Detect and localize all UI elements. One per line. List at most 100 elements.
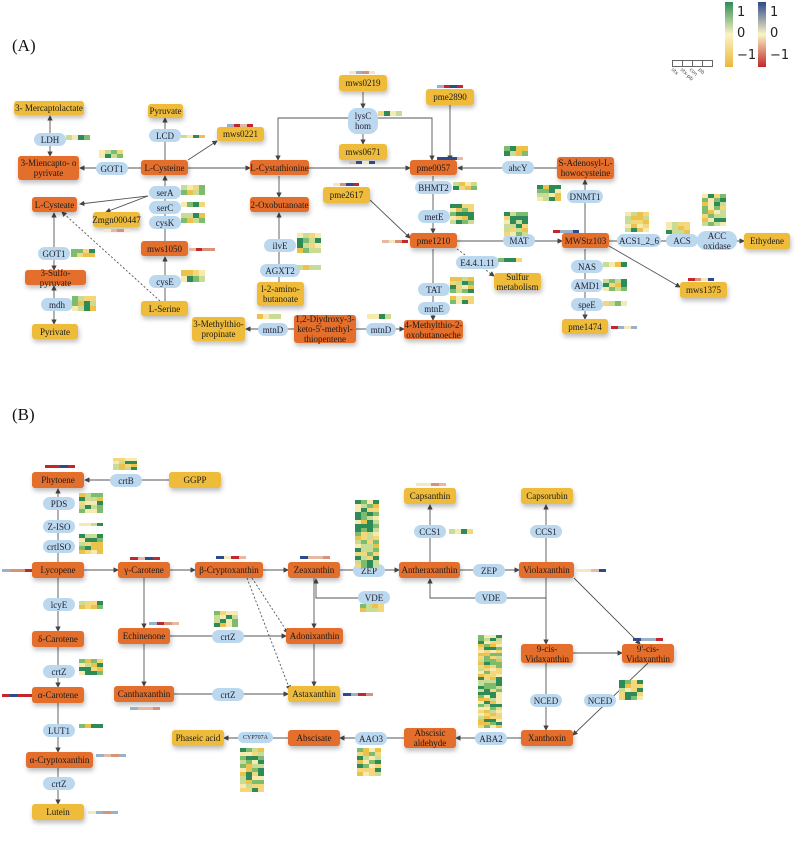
strip-phytoene	[45, 465, 75, 468]
enzyme-got1_b: GOT1	[38, 247, 70, 260]
heatmap-serc	[181, 202, 205, 207]
node-label: mtnE	[424, 303, 444, 314]
metabolite-lutein: Lutein	[32, 804, 84, 820]
metabolite-bcrypto: β-Cryptoxanthin	[195, 562, 263, 578]
enzyme-e4411: E4.4.1.11	[456, 256, 499, 269]
enzyme-lysc: lysC hom	[348, 108, 378, 134]
enzyme-nced_a: NCED	[530, 694, 562, 707]
metabolite-pyrivate: Pyrivate	[32, 324, 78, 339]
metabolite-pme1210: pme1210	[410, 233, 457, 248]
heatmap-got1	[99, 150, 123, 158]
node-label: mws0219	[345, 78, 381, 88]
colorbar-green	[725, 2, 733, 67]
enzyme-ziso: Z-ISO	[43, 520, 75, 533]
node-label: cysE	[156, 276, 174, 287]
metabolite-canthaxanthin: Canthaxanthin	[114, 686, 174, 702]
metabolite-antheraxanthin: Antheraxanthin	[399, 562, 460, 578]
colorbar-blue	[758, 2, 766, 67]
node-label: lcyE	[50, 599, 68, 610]
enzyme-crtz_d: crtZ	[43, 665, 75, 678]
node-label: Capsanthin	[409, 491, 451, 501]
heatmap-cyp707a	[240, 748, 264, 792]
strip-canthaxanthin	[130, 707, 160, 710]
node-label: Adonixanthin	[289, 631, 340, 641]
strip-mws0221	[227, 124, 253, 127]
node-label: α-Cryptoxanthin	[29, 755, 90, 765]
node-label: BHMT2	[418, 182, 449, 193]
node-label: VDE	[364, 592, 384, 603]
panel-label-b: (B)	[12, 405, 35, 424]
enzyme-ilve: ilvE	[264, 239, 296, 252]
node-label: metE	[424, 211, 444, 222]
enzyme-vde_a: VDE	[358, 591, 390, 604]
enzyme-mtnd_b: mtnD	[366, 323, 396, 336]
node-label: Zmgn000447	[92, 214, 141, 225]
heatmap-nced	[619, 680, 643, 700]
heatmap-lut1	[79, 724, 103, 728]
metabolite-mwstz103: MWStz103	[562, 233, 609, 248]
node-label: ACS1_2_6	[618, 235, 659, 246]
node-label: pme1210	[416, 235, 451, 246]
metabolite-acarotene: α-Carotene	[32, 687, 84, 703]
node-label: lysC hom	[354, 111, 372, 131]
heatmap-zep	[355, 500, 379, 568]
node-label: 3-Miencapto- o pyrivate	[20, 158, 77, 178]
heatmap-aba2	[478, 635, 502, 728]
enzyme-cyp707a: CYP707A	[238, 732, 273, 743]
node-label: AMD1	[574, 280, 600, 291]
heatmap-accox	[702, 194, 726, 226]
node-label: pme0057	[416, 162, 451, 173]
node-label: L-Cystathionine	[250, 162, 309, 173]
heatmap-cyse	[181, 270, 205, 282]
node-label: mtnD	[370, 324, 392, 335]
strip-mws1375	[688, 278, 714, 281]
node-label: MAT	[509, 235, 529, 246]
strip-bcrypto	[216, 556, 246, 559]
strip-gcarotene	[130, 557, 160, 560]
metabolite-pme0057: pme0057	[410, 160, 457, 175]
enzyme-cyse: cysE	[149, 275, 181, 288]
node-label: L-Serine	[148, 303, 181, 314]
node-label: NCED	[533, 695, 559, 706]
edge	[187, 140, 218, 161]
node-label: Pyruvate	[149, 106, 182, 116]
column-legend	[672, 60, 713, 67]
node-label: Pyrivate	[40, 326, 70, 337]
edge	[275, 117, 348, 161]
node-label: Sulfur metabolism	[496, 271, 539, 292]
node-label: TAT	[426, 284, 442, 295]
edge	[369, 199, 411, 239]
strip-mws1050	[189, 248, 215, 251]
strip-mwstz103	[553, 230, 579, 233]
metabolite-mws0219: mws0219	[339, 75, 387, 91]
node-label: Antheraxanthin	[401, 565, 458, 575]
heatmap-tat	[450, 277, 474, 293]
node-label: pme2617	[329, 190, 364, 200]
enzyme-aao3: AAO3	[355, 732, 387, 745]
metabolite-capsorubin: Capsorubin	[521, 488, 573, 504]
heatmap-acs	[666, 222, 690, 234]
node-label: α-Carotene	[37, 690, 79, 700]
edge	[573, 577, 641, 645]
node-label: mws0671	[345, 147, 381, 157]
metabolite-capsanthin: Capsanthin	[404, 488, 456, 504]
node-label: Lutein	[46, 807, 70, 817]
node-label: ZEP	[360, 565, 377, 576]
metabolite-pme2890: pme2890	[426, 89, 474, 105]
node-label: Phytoene	[41, 475, 75, 485]
strip-capsanthin	[416, 483, 446, 486]
enzyme-ccs1_b: CCS1	[530, 525, 562, 538]
node-label: 1,2-Diydroxy-3- keto-5'-methyl- thiopent…	[295, 314, 355, 344]
node-label: pme1474	[568, 321, 602, 332]
node-label: crtB	[118, 475, 134, 486]
enzyme-mdh: mdh	[41, 298, 73, 311]
heatmap-got1b	[71, 249, 95, 257]
metabolite-abscisate: Abscisate	[288, 730, 340, 746]
edge	[251, 577, 289, 634]
strip-mws0219	[349, 71, 375, 74]
node-label: Astaxanthin	[292, 689, 336, 699]
node-label: serC	[156, 202, 174, 213]
metabolite-mws0671: mws0671	[339, 144, 387, 160]
tick-green-1: 1	[737, 5, 746, 20]
heatmap-bhmt2	[453, 182, 477, 190]
